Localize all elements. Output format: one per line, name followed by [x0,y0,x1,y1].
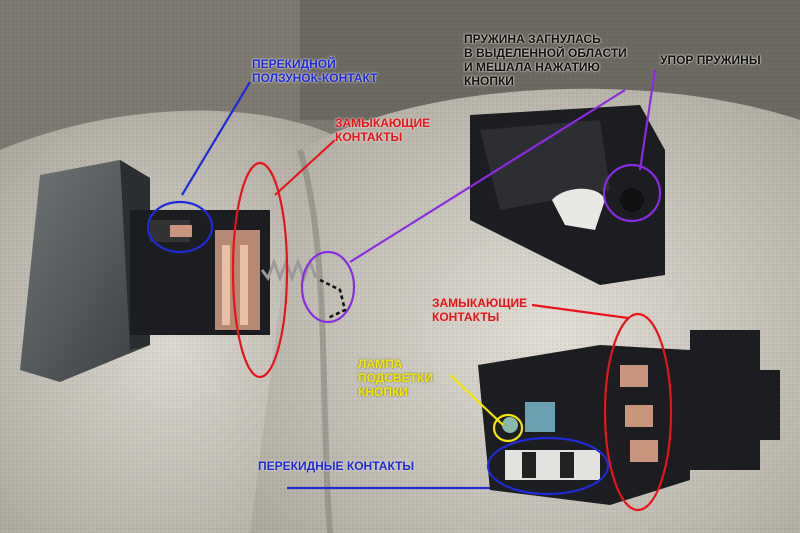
changeover-contacts-highlight [486,436,610,496]
spring-bend-arrow [319,278,347,320]
spring-stop-highlight [602,163,662,223]
switch-housing-bottom [478,330,780,505]
label-closing-contacts-right: ЗАМЫКАЮЩИЕ КОНТАКТЫ [432,296,528,324]
label-spring-stop: УПОР ПРУЖИНЫ [660,53,761,67]
closing-contacts-highlight-right [603,312,673,512]
label-spring-bent: ПРУЖИНА ЗАГНУЛАСЬ В ВЫДЕЛЕННОЙ ОБЛАСТИ И… [464,32,627,88]
slider-contact-highlight [146,200,214,254]
label-changeover-contacts: ПЕРЕКИДНЫЕ КОНТАКТЫ [258,459,415,473]
label-backlight-lamp: ЛАМПА ПОДСВЕТКИ КНОПКИ [358,357,433,399]
switch-housing-top [470,105,665,285]
bent-spring-highlight [300,250,356,324]
label-slider-contact: ПЕРЕКИДНОЙ ПОЛЗУНОК-КОНТАКТ [252,57,378,85]
annotation-shapes [146,69,673,512]
slider-housing [130,210,318,335]
lamp-highlight [492,413,524,443]
closing-contacts-highlight-left [231,161,289,379]
label-closing-contacts-top: ЗАМЫКАЮЩИЕ КОНТАКТЫ [335,116,431,144]
